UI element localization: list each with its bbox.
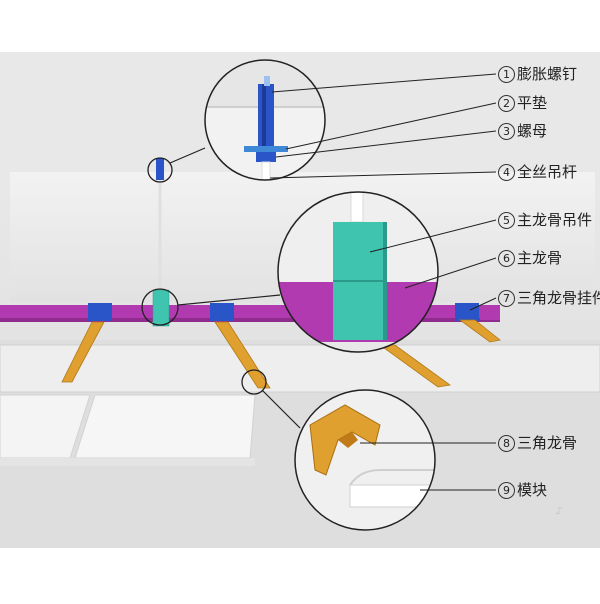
main-keel-shade xyxy=(0,318,500,322)
triangle-keel-ring xyxy=(241,369,267,395)
main-keel-hanger xyxy=(152,289,170,327)
leader-3 xyxy=(275,130,497,158)
triangle-keel-4 xyxy=(458,319,501,343)
label-text: 全丝吊杆 xyxy=(517,163,578,181)
hanger-ring xyxy=(141,288,179,326)
triangle-keel-2 xyxy=(214,321,271,389)
label-text: 螺母 xyxy=(517,122,548,140)
leader-1 xyxy=(271,73,497,93)
magnifier-bottom xyxy=(294,389,436,531)
label-text: 三角龙骨 xyxy=(517,434,578,452)
label-number: 5 xyxy=(498,212,515,229)
leader-7 xyxy=(469,297,497,311)
keel-clip-2 xyxy=(210,303,234,321)
label-number: 4 xyxy=(498,164,515,181)
leader-5 xyxy=(369,219,497,253)
right-keel-stub xyxy=(480,306,500,320)
threaded-rod-mid xyxy=(350,192,364,223)
label-number: 8 xyxy=(498,435,515,452)
expansion-screw-top xyxy=(264,76,270,86)
label-number: 7 xyxy=(498,290,515,307)
label-number: 1 xyxy=(498,66,515,83)
threaded-rod-zoom xyxy=(261,161,271,180)
leader-2 xyxy=(285,102,497,150)
label-number: 2 xyxy=(498,95,515,112)
flat-washer xyxy=(244,146,288,152)
label-number: 3 xyxy=(498,123,515,140)
keel-clip-3 xyxy=(455,303,479,321)
small-screw-ring xyxy=(147,157,173,183)
ceiling-panel-center xyxy=(74,394,256,459)
connector-bottom xyxy=(261,389,301,429)
small-screw xyxy=(156,158,164,180)
module-zoom xyxy=(349,484,435,508)
label-text: 膨胀螺钉 xyxy=(517,65,578,83)
label-text: 主龙骨 xyxy=(517,249,563,267)
connector-top xyxy=(169,147,206,164)
leader-6 xyxy=(404,257,497,289)
label-text: 主龙骨吊件 xyxy=(517,211,593,229)
connector-mid xyxy=(177,294,281,306)
keel-clip-1 xyxy=(88,303,112,321)
label-text: 模块 xyxy=(517,481,548,499)
label-number: 6 xyxy=(498,250,515,267)
label-number: 9 xyxy=(498,482,515,499)
triangle-keel-1 xyxy=(61,321,105,383)
ceiling-panel-front-edge xyxy=(0,458,255,466)
watermark: ⑀ xyxy=(556,506,562,517)
ceiling-panel-back xyxy=(0,344,600,393)
nut xyxy=(256,152,276,162)
leader-4 xyxy=(269,171,497,179)
label-text: 三角龙骨挂件 xyxy=(517,289,600,307)
label-text: 平垫 xyxy=(517,94,548,112)
